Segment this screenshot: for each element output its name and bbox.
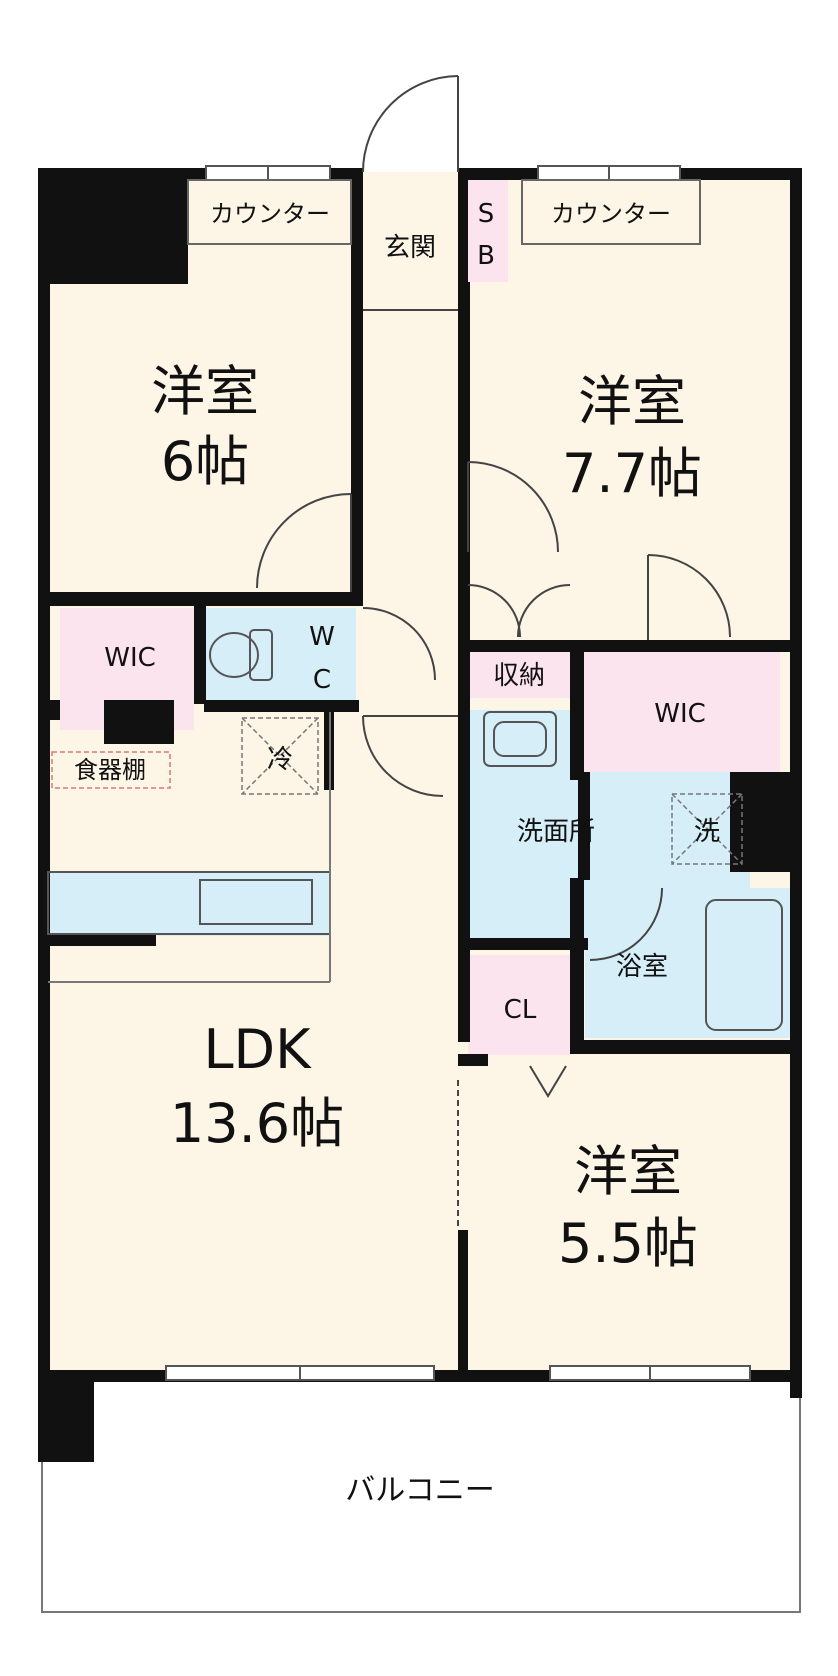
ldk-size: 13.6帖 [170, 1092, 344, 1155]
ldk-name: LDK [203, 1018, 312, 1081]
toilet-fixture [209, 629, 273, 681]
windows [165, 165, 751, 1381]
kitchen-counter-floor [48, 872, 330, 936]
shoebox-s-label: S [478, 199, 495, 229]
balcony-floor [41, 1379, 801, 1613]
closet-floor [468, 955, 572, 1055]
dish-cabinet-label: 食器棚 [74, 756, 146, 784]
balcony-label: バルコニー [345, 1473, 494, 1508]
storage-floor [468, 652, 570, 698]
fridge-label: 冷 [267, 745, 293, 775]
wash-basin [483, 711, 557, 767]
room-nw-size: 6帖 [161, 430, 249, 493]
counter-nw-label: カウンター [210, 200, 330, 228]
room-ne-name: 洋室 [578, 370, 686, 433]
shoebox-floor [464, 178, 508, 282]
dish-cabinet-box [51, 751, 171, 789]
room-nw-name: 洋室 [151, 360, 259, 423]
floor-fills [41, 172, 801, 1613]
closet-label: CL [504, 995, 537, 1025]
counter-ne-label: カウンター [551, 200, 671, 228]
toilet-floor [206, 608, 356, 702]
washroom-floor-west [468, 710, 578, 940]
doors [187, 75, 731, 1230]
shoebox-b-label: B [477, 241, 495, 271]
toilet-c-label: C [313, 665, 331, 695]
toilet-w-label: W [309, 622, 335, 652]
fridge-box [241, 717, 319, 795]
wic-east-label: WIC [654, 699, 706, 729]
room-se-name: 洋室 [574, 1140, 682, 1203]
room-ne-size: 7.7帖 [562, 442, 702, 505]
wic-east-floor [582, 652, 780, 772]
washroom-label: 洗面所 [517, 817, 595, 847]
labels: カウンター カウンター 玄関 S B 洋室 6帖 洋室 7.7帖 WIC W C… [74, 199, 720, 1508]
washer-box [671, 793, 743, 865]
wic-west-label: WIC [104, 643, 156, 673]
bathroom-floor [585, 888, 790, 1038]
bathroom-label: 浴室 [616, 952, 668, 982]
storage-label: 収納 [493, 661, 545, 691]
bathtub [705, 899, 783, 1031]
entrance-label: 玄関 [384, 233, 436, 263]
room-se-size: 5.5帖 [558, 1212, 698, 1275]
washer-label: 洗 [694, 817, 720, 847]
